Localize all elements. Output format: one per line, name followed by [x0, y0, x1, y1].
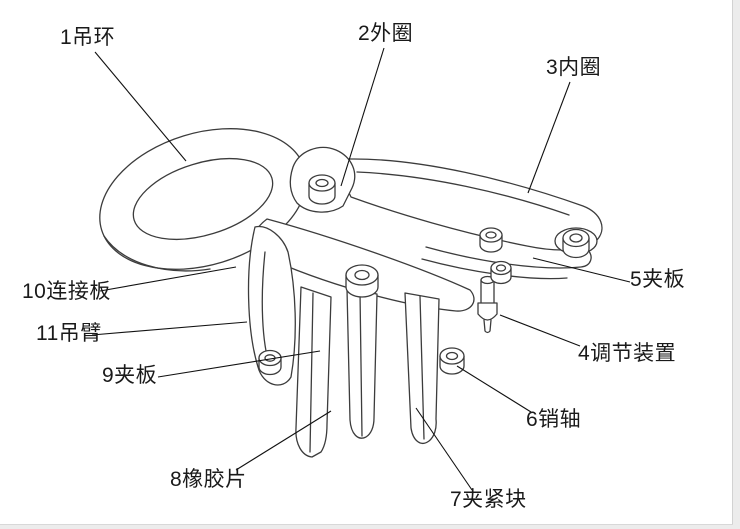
label-clamp-plate-5: 5夹板	[630, 268, 686, 291]
part-lifting-ring	[99, 128, 307, 272]
label-connecting-plate: 10连接板	[22, 280, 111, 303]
leader-line-10	[99, 266, 237, 292]
bolt-lifting-arm	[258, 349, 282, 376]
leader-line-9	[157, 350, 321, 378]
bolt-clamp-plate	[490, 260, 512, 285]
leader-line-7	[415, 407, 473, 491]
leader-line-8	[235, 410, 332, 471]
label-inner-ring: 3内圈	[546, 56, 602, 79]
label-clamp-plate-9: 9夹板	[102, 364, 158, 387]
label-pin-shaft: 6销轴	[526, 408, 582, 431]
bolt-body-center	[345, 264, 379, 298]
label-clamping-block: 7夹紧块	[450, 488, 527, 511]
leader-line-1	[94, 51, 187, 162]
bolt-arm-end	[554, 227, 598, 259]
leader-line-11	[91, 321, 248, 336]
label-rubber-sheet: 8橡胶片	[170, 468, 247, 491]
bolt-outer-ring	[308, 174, 336, 205]
bolt-pin-shaft	[439, 347, 465, 375]
leader-line-2	[340, 47, 385, 187]
label-lifting-arm: 11吊臂	[36, 322, 102, 345]
bolt-arm-middle	[479, 227, 503, 253]
part-adjusting-device	[477, 275, 498, 334]
page-edge-bottom	[0, 524, 733, 529]
label-outer-ring: 2外圈	[358, 22, 414, 45]
label-lifting-ring: 1吊环	[60, 26, 116, 49]
leader-line-5	[532, 257, 631, 283]
leader-lines	[91, 47, 631, 491]
leader-line-6	[456, 365, 532, 413]
part-hanging-plates	[295, 286, 440, 458]
label-adjusting-device: 4调节装置	[578, 342, 677, 365]
leader-line-3	[527, 81, 571, 194]
leader-line-4	[499, 314, 581, 347]
page-edge-right	[732, 0, 740, 529]
